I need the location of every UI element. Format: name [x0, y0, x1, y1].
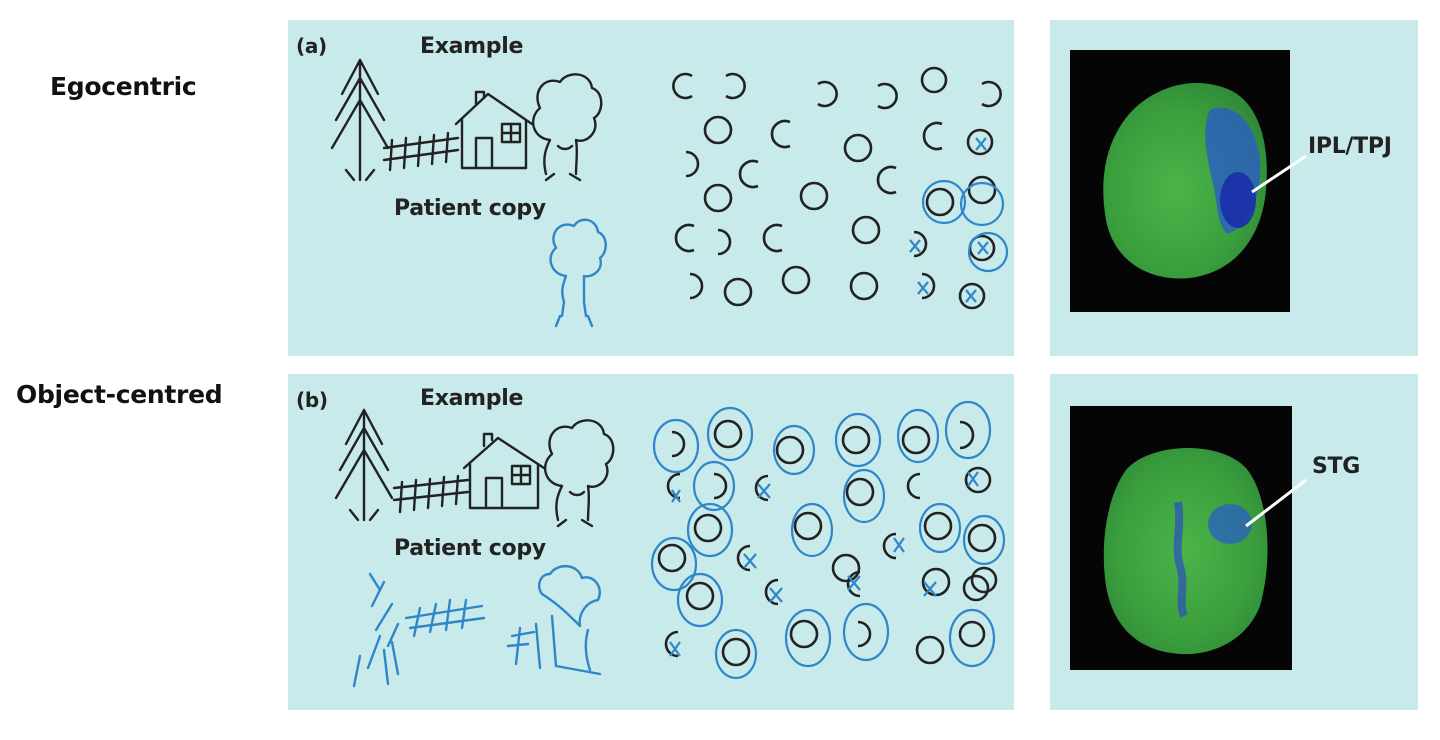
fence-icon	[392, 474, 470, 514]
patient-cancellation-marks	[909, 137, 1009, 303]
panel-b-drawing-task: (b) Example Patient copy	[288, 374, 1014, 710]
panel-b-brain-scan: STG	[1050, 374, 1418, 710]
brain-image-b	[1070, 406, 1292, 670]
lesion-stg	[1208, 504, 1252, 544]
example-tree-icon	[531, 73, 603, 182]
panel-a-drawing-task: (a) Example Patient copy	[288, 20, 1014, 356]
panel-b-letter: (b)	[296, 388, 328, 412]
brain-shape-b	[1103, 447, 1268, 655]
panel-b-patient-copy-label: Patient copy	[394, 536, 546, 561]
pine-tree-icon	[334, 408, 394, 522]
pointer-line-a	[1251, 154, 1307, 194]
panel-a-letter: (a)	[296, 34, 327, 58]
panel-b-example-label: Example	[420, 386, 524, 411]
pointer-line-b	[1245, 478, 1307, 528]
row-label-object-centred: Object-centred	[16, 380, 223, 409]
patient-copy-fragmented	[352, 565, 602, 688]
region-label-stg: STG	[1312, 454, 1361, 479]
panel-a-patient-copy-label: Patient copy	[394, 196, 546, 221]
example-scene-b	[334, 408, 615, 528]
panel-b-drawings	[334, 400, 1006, 688]
brain-image-a	[1070, 50, 1290, 312]
patient-cancellation-marks-b	[650, 400, 1006, 680]
region-label-ipl-tpj: IPL/TPJ	[1308, 134, 1392, 159]
pine-tree-icon	[330, 58, 390, 182]
house-icon	[454, 90, 534, 170]
row-label-egocentric: Egocentric	[50, 72, 197, 101]
fence-icon	[382, 131, 460, 172]
house-icon	[462, 432, 546, 510]
cancellation-array-b	[657, 419, 998, 667]
midline-blue	[1173, 501, 1188, 618]
panel-a-brain-scan: IPL/TPJ	[1050, 20, 1418, 356]
example-tree-icon	[543, 419, 615, 528]
panel-a-example-label: Example	[420, 34, 524, 59]
example-scene	[330, 58, 603, 182]
patient-copy-tree	[549, 218, 607, 328]
panel-a-drawings	[330, 58, 1009, 328]
cancellation-array	[672, 66, 1002, 310]
